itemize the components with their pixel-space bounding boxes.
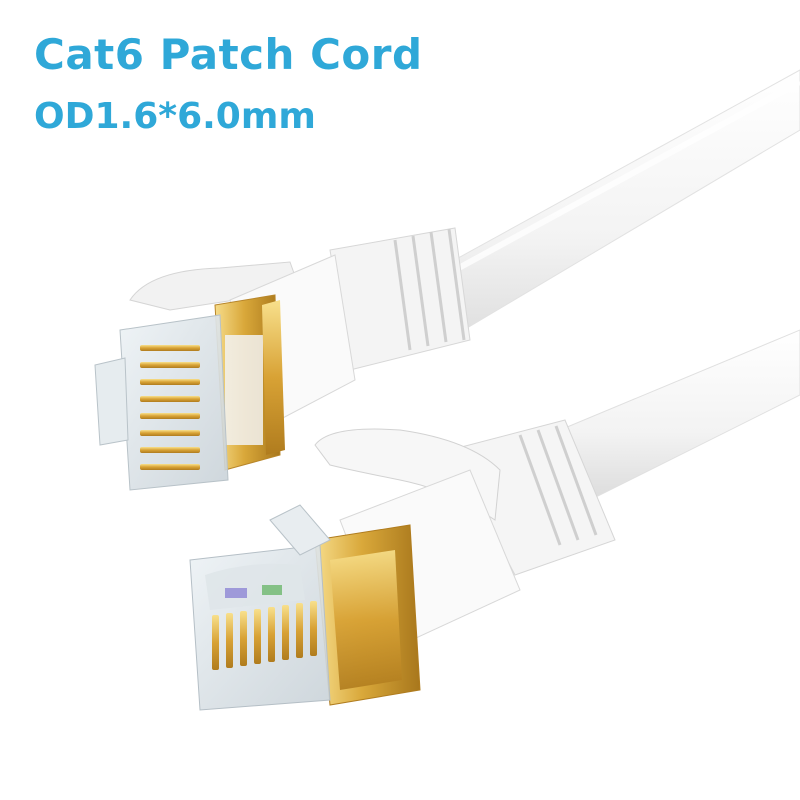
lower-connector (189, 419, 616, 711)
product-spec: OD1.6*6.0mm (34, 96, 316, 137)
lower-cable (559, 329, 800, 501)
upper-connector (94, 227, 471, 491)
product-title: Cat6 Patch Cord (34, 30, 423, 79)
